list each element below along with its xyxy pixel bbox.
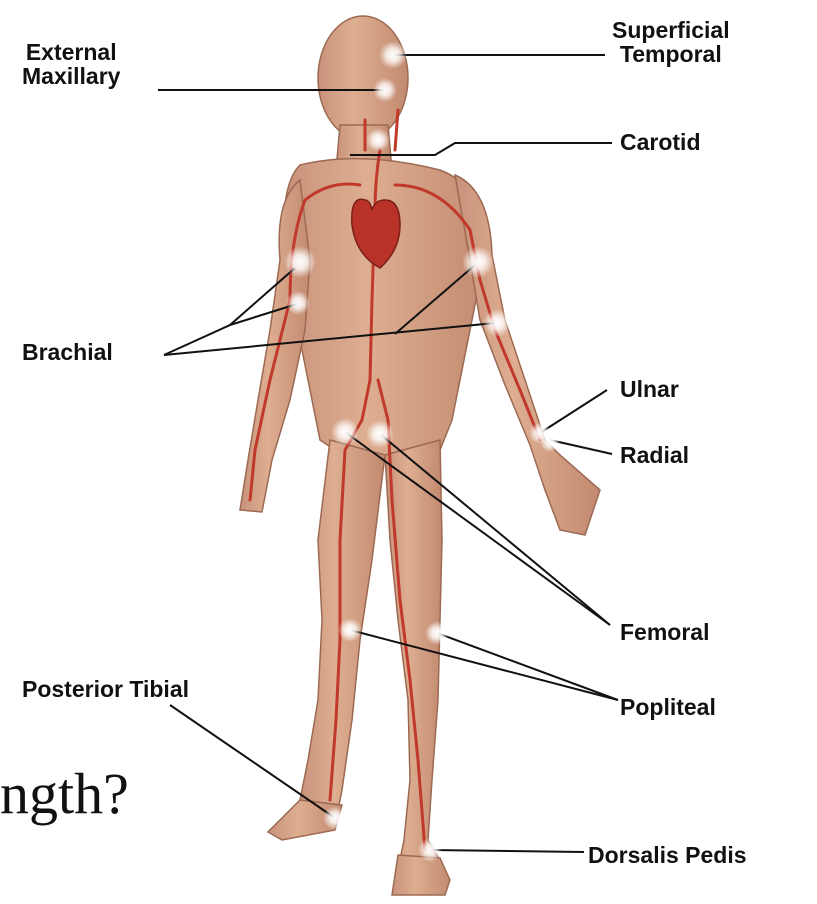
label-dorsalis-pedis: Dorsalis Pedis [588, 843, 747, 867]
label-external-maxillary-line2: Maxillary [22, 64, 120, 88]
pulse-femoral-right [331, 418, 359, 446]
pulse-superficial-temporal [379, 41, 407, 69]
leader-popliteal-1 [350, 630, 618, 700]
label-posterior-tibial: Posterior Tibial [22, 677, 189, 701]
label-superficial-temporal-line2: Temporal [612, 42, 730, 66]
body-silhouette [240, 16, 600, 895]
label-external-maxillary-line1: External [22, 40, 120, 64]
label-popliteal: Popliteal [620, 695, 716, 719]
head [318, 16, 408, 140]
pulse-dorsalis-pedis [418, 838, 442, 862]
pulse-brachial-right-lower [286, 291, 310, 315]
label-superficial-temporal-line1: Superficial [612, 18, 730, 42]
label-carotid: Carotid [620, 130, 701, 154]
pulse-radial [540, 432, 560, 452]
pulse-carotid [366, 128, 390, 152]
pulse-femoral-left [366, 420, 394, 448]
leader-ulnar [540, 390, 607, 433]
leader-dorsalis-pedis [430, 850, 584, 852]
caption-fragment: ngth? [0, 760, 129, 827]
pulse-popliteal-right [338, 618, 362, 642]
leader-popliteal-2 [437, 633, 618, 700]
pulse-posterior-tibial [323, 806, 347, 830]
label-femoral: Femoral [620, 620, 709, 644]
pulse-brachial-left-lower [483, 309, 511, 337]
left-arm [455, 175, 600, 535]
label-ulnar: Ulnar [620, 377, 679, 401]
label-superficial-temporal: Superficial Temporal [612, 18, 730, 66]
left-foot [392, 855, 450, 895]
pulse-brachial-left [462, 246, 494, 278]
pulse-external-maxillary [373, 78, 397, 102]
label-brachial: Brachial [22, 340, 113, 364]
label-radial: Radial [620, 443, 689, 467]
label-external-maxillary: External Maxillary [22, 40, 120, 88]
pulse-brachial-right [284, 246, 316, 278]
pulse-popliteal-left [425, 621, 449, 645]
